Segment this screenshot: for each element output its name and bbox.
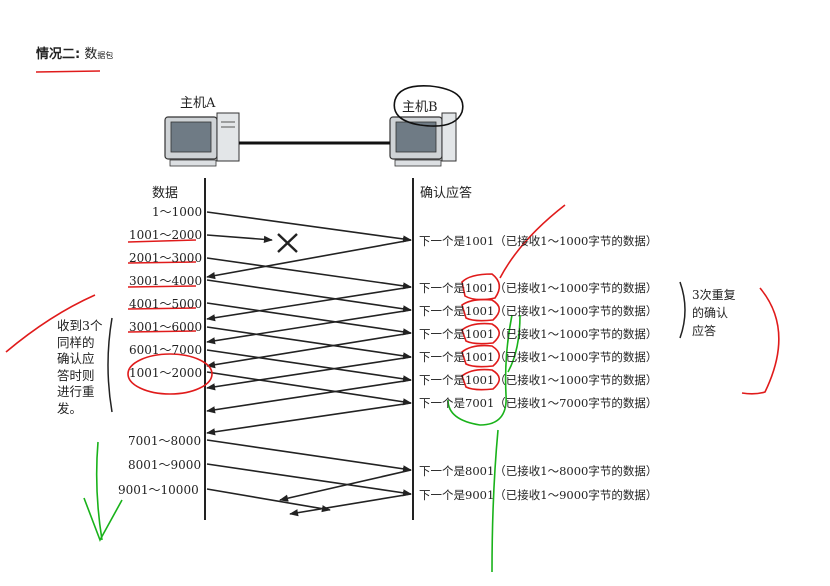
segment-label: 8001～9000 [128, 458, 202, 472]
note-line: 应答 [692, 324, 717, 338]
ack-label: 下一个是1001（已接收1～1000字节的数据） [419, 350, 658, 364]
lost-packet-x-icon [277, 233, 298, 253]
host-b-computer-icon [389, 112, 457, 167]
data-column-label: 数据 [152, 186, 179, 201]
segment-label: 1001～2000 [129, 228, 203, 242]
segment-label: 3001～4000 [129, 274, 203, 288]
segment-label: 4001～5000 [129, 297, 203, 311]
ack-label: 下一个是9001（已接收1～9000字节的数据） [419, 488, 658, 502]
red-annotations [5, 70, 780, 395]
note-line: 发。 [57, 400, 83, 416]
note-line: 3次重复 [692, 288, 736, 302]
host-a-computer-icon [164, 112, 240, 167]
note-line: 进行重 [57, 384, 95, 399]
ack-arrows [206, 239, 412, 517]
heading-bold: 情况二: [36, 47, 81, 62]
host-b-circle-annotation [393, 84, 464, 127]
note-line: 的确认 [692, 306, 729, 320]
ack-label: 下一个是1001（已接收1～1000字节的数据） [419, 304, 658, 318]
segment-label: 1001～2000 [129, 366, 203, 380]
note-line: 收到3个 [57, 318, 103, 333]
green-annotations [83, 314, 521, 573]
host-b-label: 主机B [402, 100, 438, 115]
ack-label: 下一个是1001（已接收1～1000字节的数据） [419, 281, 658, 295]
ack-label: 下一个是1001（已接收1～1000字节的数据） [419, 234, 658, 248]
ack-label: 下一个是8001（已接收1～8000字节的数据） [419, 464, 658, 478]
note-line: 同样的 [57, 334, 95, 350]
ack-column-label: 确认应答 [420, 186, 473, 201]
segment-label: 2001～3000 [129, 251, 203, 265]
duplicate-ack-bracket [679, 281, 686, 339]
duplicate-ack-note: 3次重复 的确认 应答 [692, 286, 736, 340]
heading-text: 数 [84, 47, 98, 62]
ack-label: 下一个是1001（已接收1～1000字节的数据） [419, 373, 658, 387]
segment-label: 1～1000 [152, 205, 203, 219]
data-arrows [206, 211, 412, 513]
segment-label: 6001～7000 [129, 343, 203, 357]
ack-label: 下一个是7001（已接收1～7000字节的数据） [419, 396, 658, 410]
retransmit-note: 收到3个 同样的 确认应 答时则 进行重 发。 [57, 318, 102, 417]
note-line: 确认应 [57, 351, 95, 366]
segment-label: 9001～10000 [118, 483, 199, 497]
heading-tail: 据包 [97, 51, 114, 60]
ack-label: 下一个是1001（已接收1～1000字节的数据） [419, 327, 658, 341]
segment-label: 3001～6000 [129, 320, 203, 334]
host-a-label: 主机A [180, 96, 216, 111]
left-note-bracket [107, 317, 113, 413]
heading: 情况二: 数据包 [36, 43, 113, 62]
note-line: 答时则 [57, 367, 95, 383]
segment-label: 7001～8000 [128, 434, 202, 448]
